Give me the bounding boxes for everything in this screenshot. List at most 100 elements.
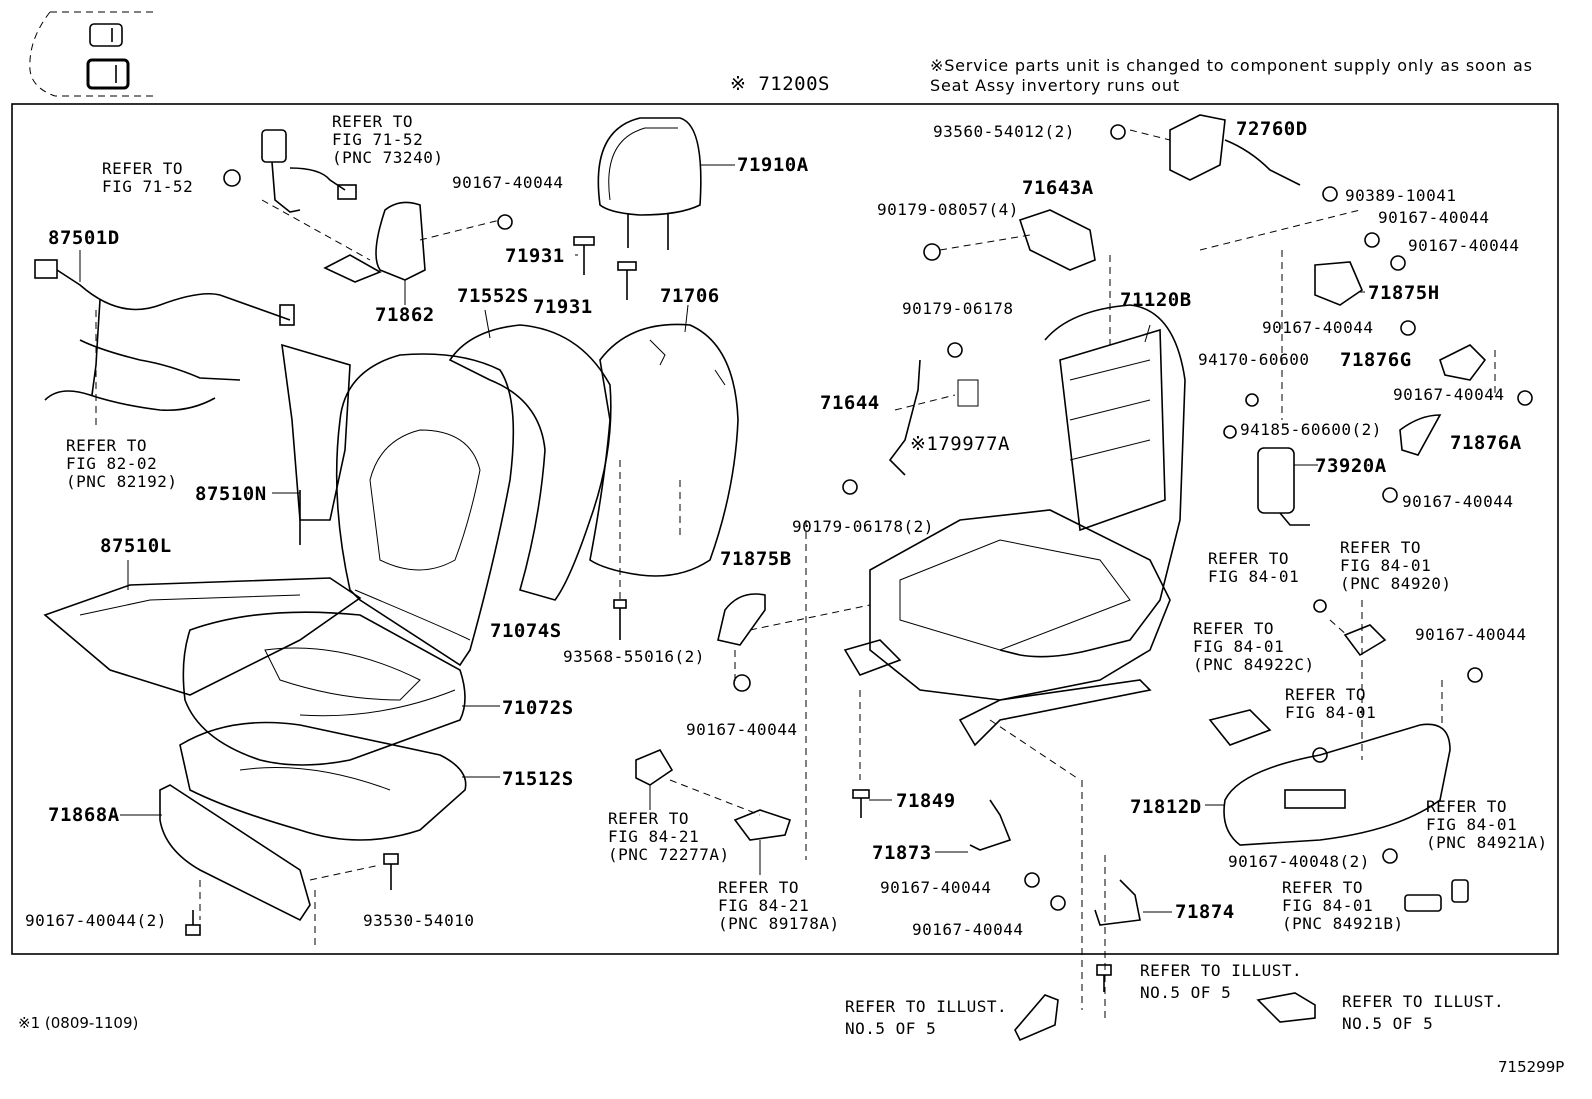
figure-code: 715299P bbox=[1498, 1058, 1565, 1076]
part-90389-10041: 90389-10041 bbox=[1345, 186, 1457, 205]
pnc-text: (PNC 84921B) bbox=[1282, 914, 1404, 933]
heater-87510N bbox=[272, 343, 351, 545]
fig-text: FIG 84-01 bbox=[1426, 815, 1518, 834]
lumbar-72760D bbox=[1110, 114, 1361, 251]
screw-90167-lower-left bbox=[185, 910, 201, 936]
headrest-71910A bbox=[597, 117, 735, 250]
part-71552S: 71552S bbox=[457, 285, 529, 307]
part-90167-40044-d: 90167-40044 bbox=[1408, 236, 1520, 255]
clip-refer-illust-a bbox=[1014, 994, 1059, 1042]
part-71643A: 71643A bbox=[1022, 177, 1094, 199]
bracket-71874 bbox=[1050, 879, 1172, 926]
part-73920A: 73920A bbox=[1315, 455, 1387, 477]
part-90167-40044-c: 90167-40044 bbox=[1378, 208, 1490, 227]
refer-fig-84-01-pnc84920: REFER TO FIG 84-01 (PNC 84920) bbox=[1340, 539, 1451, 593]
part-71910A: 71910A bbox=[737, 154, 809, 176]
diagram-frame bbox=[11, 103, 1559, 955]
part-90167-40044-2-left: 90167-40044(2) bbox=[25, 911, 167, 930]
illust-number: NO.5 OF 5 bbox=[1140, 983, 1232, 1002]
part-71512S: 71512S bbox=[502, 768, 574, 790]
part-90167-40044-b: 90167-40044 bbox=[686, 720, 798, 739]
cushion-cover-71072S bbox=[182, 611, 500, 766]
part-71873: 71873 bbox=[872, 842, 932, 864]
part-90167-40044-f: 90167-40044 bbox=[1393, 385, 1505, 404]
part-90179-06178: 90179-06178 bbox=[902, 299, 1014, 318]
part-90167-40044-h: 90167-40044 bbox=[1415, 625, 1527, 644]
refer-fig-82-02: REFER TO FIG 82-02 (PNC 82192) bbox=[66, 437, 177, 491]
bracket-71643A bbox=[923, 209, 1111, 345]
wire-harness-87501D bbox=[34, 250, 295, 430]
refer-text: REFER TO ILLUST. bbox=[845, 997, 1008, 1016]
illust-number: NO.5 OF 5 bbox=[845, 1019, 937, 1038]
fig-text: FIG 84-01 bbox=[1193, 637, 1285, 656]
part-71931-a: 71931 bbox=[505, 245, 565, 267]
fig-text: FIG 84-01 bbox=[1208, 567, 1300, 586]
fig-text: FIG 84-21 bbox=[608, 827, 700, 846]
side-cover-71812D bbox=[1205, 600, 1483, 846]
refer-text: REFER TO bbox=[1340, 538, 1422, 557]
pin-71849 bbox=[852, 789, 892, 818]
fig-text: FIG 84-01 bbox=[1282, 896, 1374, 915]
part-71812D: 71812D bbox=[1130, 796, 1202, 818]
fig-text: FIG 82-02 bbox=[66, 454, 158, 473]
refer-fig-84-21-pnc89178A: REFER TO FIG 84-21 (PNC 89178A) bbox=[718, 879, 840, 933]
refer-text: REFER TO bbox=[66, 436, 148, 455]
cover-71876G bbox=[1400, 320, 1533, 406]
fig-text: FIG 84-01 bbox=[1285, 703, 1377, 722]
part-87510L: 87510L bbox=[100, 535, 172, 557]
refer-fig-84-01-pnc84921A: REFER TO FIG 84-01 (PNC 84921A) bbox=[1426, 798, 1548, 852]
headrest-supports-71931 bbox=[573, 236, 637, 300]
cover-71876A bbox=[1382, 414, 1442, 503]
refer-text: REFER TO bbox=[1282, 878, 1364, 897]
refer-text: REFER TO bbox=[718, 878, 800, 897]
bolt-refer-illust-b bbox=[1096, 964, 1112, 992]
part-90167-40044-j: 90167-40044 bbox=[912, 920, 1024, 939]
fig-text: FIG 84-21 bbox=[718, 896, 810, 915]
fig-text: FIG 84-01 bbox=[1340, 556, 1432, 575]
vehicle-position-icon bbox=[29, 11, 155, 97]
airbag-73920A bbox=[1223, 393, 1318, 526]
connector-84920 bbox=[1313, 599, 1387, 657]
pnc-text: (PNC 84922C) bbox=[1193, 655, 1315, 674]
refer-fig-71-52-pnc73240: REFER TO FIG 71-52 (PNC 73240) bbox=[332, 113, 443, 167]
service-note-line1: ※Service parts unit is changed to compon… bbox=[930, 56, 1533, 75]
part-71868A: 71868A bbox=[48, 804, 120, 826]
part-71072S: 71072S bbox=[502, 697, 574, 719]
part-94185-60600: 94185-60600(2) bbox=[1240, 420, 1382, 439]
service-note-line2: Seat Assy invertory runs out bbox=[930, 76, 1180, 95]
part-71876A: 71876A bbox=[1450, 432, 1522, 454]
part-93530-54010: 93530-54010 bbox=[363, 911, 475, 930]
refer-text: REFER TO ILLUST. bbox=[1342, 992, 1505, 1011]
part-93568-55016: 93568-55016(2) bbox=[563, 647, 705, 666]
pnc-text: (PNC 84920) bbox=[1340, 574, 1452, 593]
seat-frame-71120B bbox=[843, 304, 1186, 781]
refer-text: REFER TO bbox=[332, 112, 414, 131]
connector-84922C bbox=[1208, 709, 1272, 746]
refer-fig-84-01-pnc84922C: REFER TO FIG 84-01 (PNC 84922C) bbox=[1193, 620, 1315, 674]
pnc-text: (PNC 89178A) bbox=[718, 914, 840, 933]
part-71931-b: 71931 bbox=[533, 296, 593, 318]
refer-text: REFER TO bbox=[1208, 549, 1290, 568]
part-71875B: 71875B bbox=[720, 548, 792, 570]
part-71849: 71849 bbox=[896, 790, 956, 812]
seatback-spring-71706 bbox=[589, 304, 739, 600]
part-71120B: 71120B bbox=[1120, 289, 1192, 311]
heater-mat-87510L bbox=[43, 560, 362, 696]
seat-shield-71868A bbox=[120, 784, 381, 945]
cover-71875H bbox=[1281, 232, 1406, 420]
footnote-date-range: ※1 (0809-1109) bbox=[18, 1014, 139, 1032]
refer-text: REFER TO bbox=[1193, 619, 1275, 638]
refer-text: REFER TO bbox=[102, 159, 184, 178]
screw-90167-40048 bbox=[1382, 848, 1398, 864]
cover-71875B bbox=[717, 520, 871, 860]
wire-71644 bbox=[842, 342, 979, 495]
part-90167-40044-a: 90167-40044 bbox=[452, 173, 564, 192]
part-94170-60600: 94170-60600 bbox=[1198, 350, 1310, 369]
refer-text: REFER TO bbox=[1285, 685, 1367, 704]
part-79977A: ※179977A bbox=[910, 433, 1010, 455]
part-90167-40044-e: 90167-40044 bbox=[1262, 318, 1374, 337]
refer-illust-c: REFER TO ILLUST. NO.5 OF 5 bbox=[1342, 993, 1504, 1033]
refer-text: REFER TO bbox=[608, 809, 690, 828]
part-71874: 71874 bbox=[1175, 901, 1235, 923]
refer-illust-a: REFER TO ILLUST. NO.5 OF 5 bbox=[845, 998, 1007, 1038]
